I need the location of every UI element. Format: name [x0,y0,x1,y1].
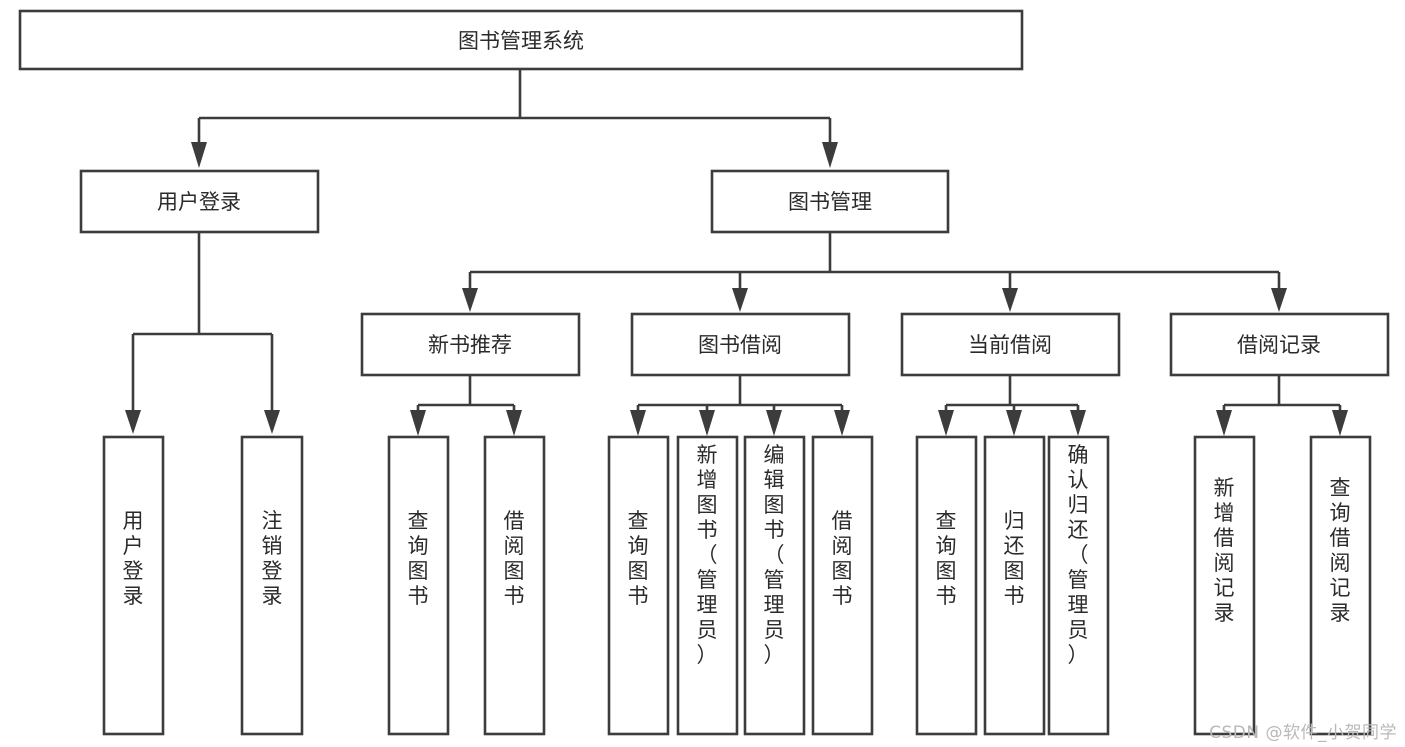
arrow-head-book-borrow [732,288,748,312]
node-book-manage[interactable]: 图书管理 [710,169,950,234]
arrow-head-leaf-edit-book [766,410,782,436]
node-borrow-record[interactable]: 借阅记录 [1169,312,1390,377]
node-root[interactable]: 图书管理系统 [18,9,1024,71]
node-root-box[interactable] [18,9,1024,71]
node-book-manage-label: 图书管理 [788,190,872,214]
leaf-logout-box[interactable] [240,435,304,736]
leaf-user-login-label: 用户登录 [123,509,144,608]
node-new-book-rec[interactable]: 新书推荐 [360,312,581,377]
leaf-borrow-book-1-box[interactable] [483,435,546,736]
arrow-head-user-login [191,142,207,168]
leaf-query-book-2-label: 查询图书 [628,509,649,608]
arrow-head-leaf-query-record [1332,410,1348,436]
leaf-logout[interactable]: 注销登录 [240,435,304,736]
leaf-query-book-3[interactable]: 查询图书 [915,435,978,736]
arrow-head-leaf-query-book-1 [410,410,426,436]
leaf-query-book-1[interactable]: 查询图书 [387,435,450,736]
node-book-manage-box[interactable] [710,169,950,234]
arrow-head-book-manage [822,142,838,168]
leaf-add-book-label: 新增图书（管理员） [697,443,718,667]
leaf-edit-book[interactable]: 编辑图书（管理员） [743,435,806,736]
leaf-add-book-box[interactable] [676,435,739,736]
node-new-book-rec-box[interactable] [360,312,581,377]
arrow-head-leaf-return-book [1006,410,1022,436]
node-current-borrow-label: 当前借阅 [968,333,1052,357]
node-new-book-rec-label: 新书推荐 [428,333,512,357]
arrow-head-leaf-add-record [1216,410,1232,436]
arrow-head-leaf-borrow-book-2 [834,410,850,436]
leaf-borrow-book-2-box[interactable] [811,435,874,736]
leaf-return-book-label: 归还图书 [1004,509,1025,608]
leaf-return-book[interactable]: 归还图书 [983,435,1046,736]
leaf-query-book-1-label: 查询图书 [408,509,429,608]
leaf-borrow-book-2-label: 借阅图书 [832,509,853,608]
leaf-confirm-return[interactable]: 确认归还（管理员） [1047,435,1110,736]
arrow-head-borrow-record [1271,288,1287,312]
leaf-add-record-box[interactable] [1193,435,1256,736]
node-borrow-record-box[interactable] [1169,312,1390,377]
leaf-query-record[interactable]: 查询借阅记录 [1309,435,1372,736]
arrow-head-new-book-rec [462,288,478,312]
leaf-edit-book-label: 编辑图书（管理员） [764,443,785,667]
connector-layer [125,69,1348,436]
leaf-add-book[interactable]: 新增图书（管理员） [676,435,739,736]
arrow-head-current-borrow [1002,288,1018,312]
arrow-head-leaf-confirm-return [1070,410,1086,436]
node-user-login-box[interactable] [79,169,320,234]
leaf-query-book-2-box[interactable] [607,435,670,736]
node-book-borrow-box[interactable] [630,312,851,377]
leaf-confirm-return-label: 确认归还（管理员） [1068,443,1089,667]
node-current-borrow-box[interactable] [900,312,1121,377]
arrow-head-leaf-query-book-2 [630,410,646,436]
node-book-borrow[interactable]: 图书借阅 [630,312,851,377]
leaf-query-book-2[interactable]: 查询图书 [607,435,670,736]
node-root-label: 图书管理系统 [458,29,584,53]
node-user-login-label: 用户登录 [157,190,241,214]
arrow-head-leaf-user-login [125,410,141,434]
leaf-add-record[interactable]: 新增借阅记录 [1193,435,1256,736]
leaf-borrow-book-1[interactable]: 借阅图书 [483,435,546,736]
leaf-borrow-book-2[interactable]: 借阅图书 [811,435,874,736]
leaf-query-book-1-box[interactable] [387,435,450,736]
node-borrow-record-label: 借阅记录 [1237,333,1321,357]
leaf-user-login-box[interactable] [102,435,165,736]
leaf-query-record-label: 查询借阅记录 [1330,476,1351,625]
arrow-head-leaf-query-book-3 [938,410,954,436]
arrow-head-leaf-borrow-book-1 [506,410,522,436]
leaf-edit-book-box[interactable] [743,435,806,736]
arrow-head-leaf-logout [264,410,280,434]
node-current-borrow[interactable]: 当前借阅 [900,312,1121,377]
leaf-query-book-3-box[interactable] [915,435,978,736]
leaf-query-record-box[interactable] [1309,435,1372,736]
arrow-head-leaf-add-book [699,410,715,436]
leaf-return-book-box[interactable] [983,435,1046,736]
leaf-query-book-3-label: 查询图书 [936,509,957,608]
node-user-login[interactable]: 用户登录 [79,169,320,234]
leaf-borrow-book-1-label: 借阅图书 [504,509,525,608]
leaf-logout-label: 注销登录 [262,509,283,608]
node-book-borrow-label: 图书借阅 [698,333,782,357]
leaf-confirm-return-box[interactable] [1047,435,1110,736]
leaf-add-record-label: 新增借阅记录 [1214,476,1235,625]
leaf-user-login[interactable]: 用户登录 [102,435,165,736]
